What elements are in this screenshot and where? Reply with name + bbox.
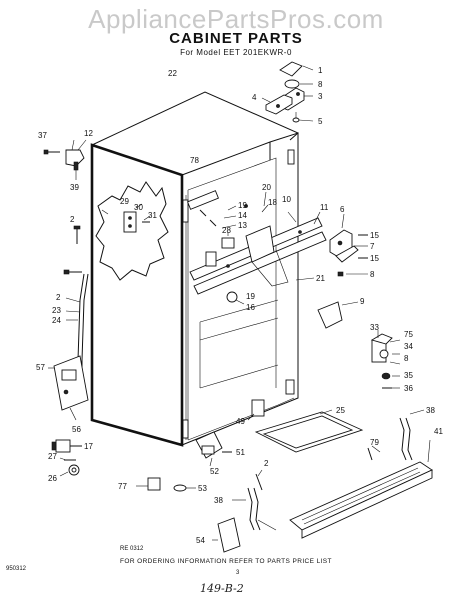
callout-26: 26	[48, 474, 57, 483]
callout-1: 1	[318, 66, 323, 75]
model-subtitle: For Model EET 201EKWR-0	[180, 48, 292, 57]
callout-3: 3	[318, 92, 323, 101]
damper-knob	[226, 291, 245, 305]
callout-15-bottom: 15	[370, 254, 379, 263]
callout-49: 49	[236, 417, 245, 426]
callout-21: 21	[316, 274, 325, 283]
drain-tube	[63, 269, 89, 372]
callout-37: 37	[38, 131, 47, 140]
callout-54: 54	[196, 536, 205, 545]
callout-51: 51	[236, 448, 245, 457]
lower-screw-2	[255, 469, 263, 491]
ordering-note: FOR ORDERING INFORMATION REFER TO PARTS …	[120, 558, 332, 565]
callout-10: 10	[282, 195, 291, 204]
plug-17	[51, 439, 82, 453]
screw-79	[367, 445, 381, 461]
callout-38-lower: 38	[214, 496, 223, 505]
callout-22: 22	[168, 69, 177, 78]
callout-14: 14	[238, 211, 247, 220]
callout-36: 36	[404, 384, 413, 393]
callout-78: 78	[190, 156, 199, 165]
callout-24: 24	[52, 316, 61, 325]
callout-52: 52	[210, 467, 219, 476]
callout-41: 41	[434, 427, 443, 436]
wall-cutaway	[95, 181, 169, 281]
clip-77	[136, 477, 161, 491]
light-assembly	[370, 330, 401, 389]
callout-13: 13	[238, 221, 247, 230]
corner-code: 950312	[6, 566, 27, 572]
watermark: AppliancePartsPros.com	[88, 4, 384, 34]
callout-30: 30	[134, 203, 143, 212]
callout-2-top: 2	[70, 215, 75, 224]
callout-33: 33	[370, 323, 379, 332]
callout-9: 9	[360, 297, 365, 306]
callout-2-mid: 2	[56, 293, 61, 302]
leveling-leg	[59, 457, 80, 477]
page-title: CABINET PARTS	[169, 30, 303, 47]
washer-53	[173, 484, 196, 492]
side-bracket	[317, 301, 359, 329]
callout-19-mid: 19	[246, 292, 255, 301]
drip-tray	[254, 409, 364, 453]
left-screw	[73, 225, 81, 244]
callout-31: 31	[148, 211, 157, 220]
toe-grille	[289, 439, 433, 539]
callout-38-right: 38	[426, 406, 435, 415]
callout-17: 17	[84, 442, 93, 451]
bracket-38-right	[399, 409, 425, 461]
callout-15-top: 15	[370, 231, 379, 240]
door-rail	[189, 211, 327, 295]
block-54	[212, 517, 241, 553]
handwritten-note: 149-B-2	[200, 582, 244, 595]
callout-29: 29	[120, 197, 129, 206]
callout-79: 79	[370, 438, 379, 447]
callout-6: 6	[340, 205, 345, 214]
callout-18: 18	[268, 198, 277, 207]
callout-4: 4	[252, 93, 257, 102]
callout-labels: 1 8 3 4 5 22 37 12 39 78 29 30 31 2 19 1…	[36, 66, 443, 545]
page-mark: 3	[236, 570, 240, 576]
callout-7: 7	[370, 242, 375, 251]
callout-77: 77	[118, 482, 127, 491]
thermostat-knob	[43, 139, 87, 180]
callout-11: 11	[320, 203, 329, 212]
mount-bracket	[221, 232, 235, 249]
callout-20: 20	[262, 183, 271, 192]
bracket-screws	[187, 190, 269, 229]
callout-2-low: 2	[264, 459, 269, 468]
callout-27: 27	[48, 452, 57, 461]
figure-code: RE 0312	[120, 546, 144, 552]
callout-28: 28	[222, 226, 231, 235]
callout-39: 39	[70, 183, 79, 192]
callout-25: 25	[336, 406, 345, 415]
leader-21	[295, 277, 315, 281]
callout-19-top: 19	[238, 201, 247, 210]
callout-75: 75	[404, 330, 413, 339]
callout-34: 34	[404, 342, 413, 351]
relay-52	[195, 431, 232, 467]
clip-49	[247, 399, 265, 421]
cabinet-body	[90, 91, 299, 447]
callout-35: 35	[404, 371, 413, 380]
callout-16: 16	[246, 303, 255, 312]
callout-23: 23	[52, 306, 61, 315]
right-hinge	[329, 213, 368, 277]
callout-5: 5	[318, 117, 323, 126]
callout-57: 57	[36, 363, 45, 372]
callout-12: 12	[84, 129, 93, 138]
top-hinge-assembly	[261, 61, 314, 123]
bracket-38-lower	[232, 487, 277, 531]
callout-53: 53	[198, 484, 207, 493]
callout-56: 56	[72, 425, 81, 434]
callout-8-mid: 8	[370, 270, 375, 279]
callout-8-low: 8	[404, 354, 409, 363]
callout-8: 8	[318, 80, 323, 89]
control-housing	[48, 355, 89, 421]
